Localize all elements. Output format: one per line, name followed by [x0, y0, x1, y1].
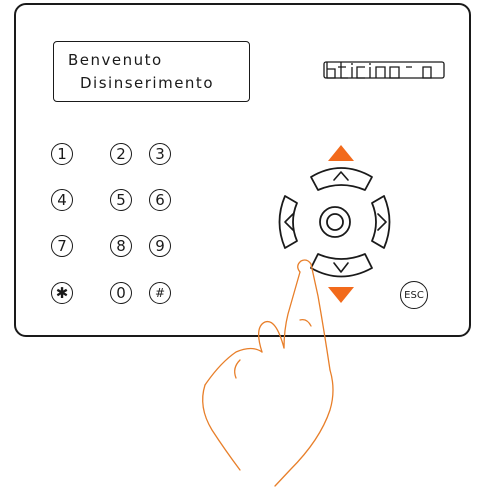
- key-hash[interactable]: #: [149, 282, 171, 304]
- nav-down-button[interactable]: [311, 254, 372, 284]
- nav-left-button[interactable]: [274, 196, 297, 248]
- nav-ok-button[interactable]: [320, 207, 350, 237]
- nav-up-button[interactable]: [311, 160, 372, 190]
- key-4[interactable]: 4: [51, 189, 73, 211]
- key-7[interactable]: 7: [51, 235, 73, 257]
- key-1[interactable]: 1: [51, 143, 73, 165]
- key-star[interactable]: ✱: [51, 282, 73, 304]
- key-9[interactable]: 9: [149, 235, 171, 257]
- key-2[interactable]: 2: [110, 143, 132, 165]
- display-line-2: Disinserimento: [80, 74, 214, 92]
- key-3[interactable]: 3: [149, 143, 171, 165]
- key-5[interactable]: 5: [110, 189, 132, 211]
- key-0[interactable]: 0: [110, 282, 132, 304]
- key-6[interactable]: 6: [149, 189, 171, 211]
- esc-button[interactable]: ESC: [400, 281, 428, 309]
- bticino-logo: [323, 58, 449, 82]
- lcd-display: Benvenuto Disinserimento: [53, 41, 250, 102]
- display-line-1: Benvenuto: [68, 51, 163, 69]
- nav-right-button[interactable]: [372, 196, 395, 248]
- key-8[interactable]: 8: [110, 235, 132, 257]
